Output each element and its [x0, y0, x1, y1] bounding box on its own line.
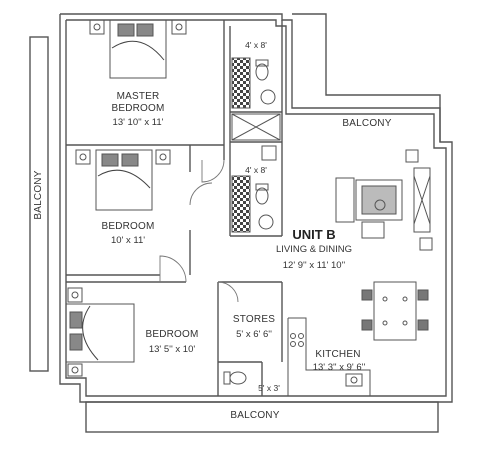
wc-dims: 5' x 3' [258, 383, 280, 393]
kitchen-counter [287, 317, 371, 397]
living-dining-dims: 12' 9'' x 11' 10'' [282, 260, 346, 271]
wc-fixtures [223, 371, 247, 385]
bathroom-1-fixtures [231, 57, 281, 141]
stores-dims: 5' x 6' 6'' [236, 329, 272, 340]
bed-master [89, 19, 187, 79]
door-swing-bed3 [159, 255, 187, 283]
bedroom2-dims: 10' x 11' [110, 235, 146, 246]
balcony-bottom-label: BALCONY [230, 410, 280, 421]
master-bedroom-dims: 13' 10'' x 11' [112, 117, 164, 128]
living-furniture [335, 149, 433, 251]
outer-wall-inner [65, 19, 447, 397]
balcony-left-label: BALCONY [33, 170, 44, 220]
bedroom2-label: BEDROOM [101, 221, 155, 232]
bed-bedroom3 [65, 287, 135, 377]
master-bedroom-label-1: MASTER [116, 91, 160, 102]
living-dining-label: LIVING & DINING [275, 244, 352, 255]
door-swing-master [201, 159, 225, 183]
unit-title: UNIT B [292, 227, 336, 242]
bedroom3-label: BEDROOM [145, 329, 199, 340]
balcony-topright-outline [292, 13, 441, 142]
bed-bedroom2 [75, 149, 171, 211]
stores-label: STORES [232, 314, 276, 325]
kitchen-label: KITCHEN [315, 349, 361, 360]
master-bedroom-label-2: BEDROOM [111, 103, 165, 114]
bedroom3-dims: 13' 5'' x 10' [148, 344, 196, 355]
bath2-dims: 4' x 8' [245, 165, 267, 175]
door-swing-stores [217, 281, 239, 303]
balcony-topright-label: BALCONY [342, 118, 392, 129]
balcony-bottom-outline [85, 401, 439, 433]
dining-table [361, 281, 429, 341]
bathroom-2-fixtures [231, 145, 277, 233]
door-swing-bed2 [189, 182, 213, 206]
kitchen-dims: 13' 3'' x 9' 6'' [312, 362, 366, 373]
balcony-left-outline [29, 36, 49, 372]
bath1-dims: 4' x 8' [245, 40, 267, 50]
